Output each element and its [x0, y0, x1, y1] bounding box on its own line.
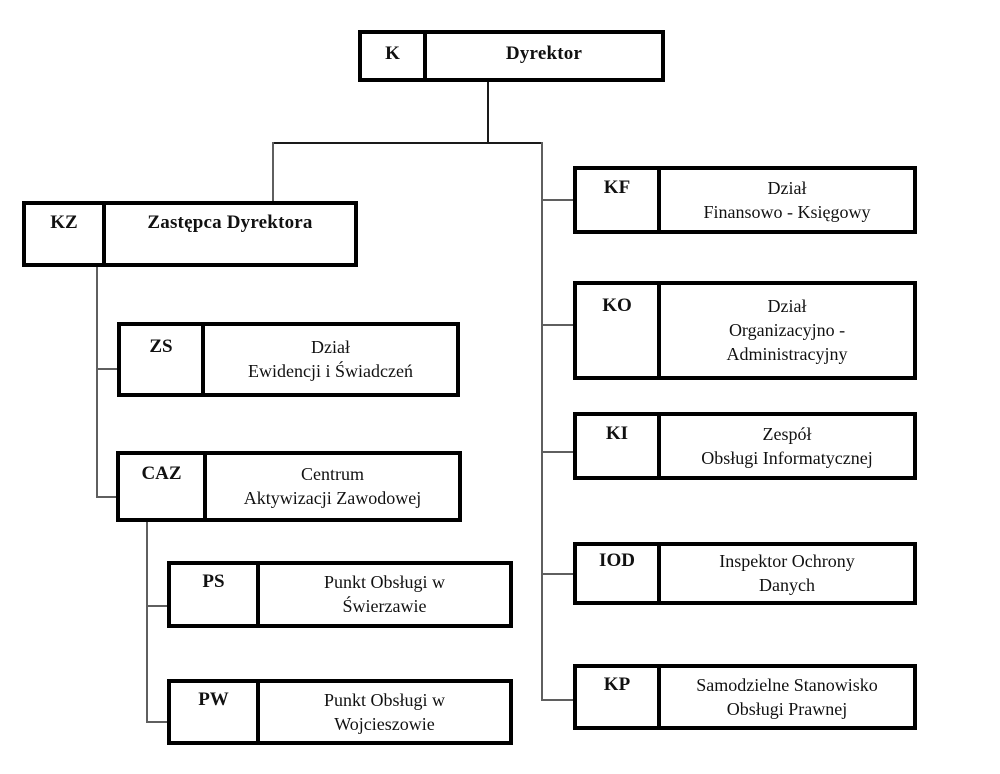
org-box-ko-label: Dział Organizacyjno - Administracyjny: [726, 296, 848, 364]
connector-ki-stub: [541, 451, 574, 453]
org-box-kz: KZ Zastępca Dyrektora: [22, 201, 358, 267]
connector-caz-spine: [146, 522, 148, 723]
connector-ko-stub: [541, 324, 574, 326]
org-box-ps-label: Punkt Obsługi w Świerzawie: [323, 572, 446, 616]
org-box-k-code: K: [362, 34, 427, 78]
connector-iod-stub: [541, 573, 574, 575]
org-box-zs-code: ZS: [121, 326, 205, 393]
org-box-kf-code: KF: [577, 170, 661, 230]
org-box-pw: PW Punkt Obsługi w Wojcieszowie: [167, 679, 513, 745]
org-box-kz-label: Zastępca Dyrektora: [147, 212, 313, 233]
org-box-kf-label: Dział Finansowo - Księgowy: [703, 178, 871, 222]
org-box-kf: KF Dział Finansowo - Księgowy: [573, 166, 917, 234]
org-box-ki-code: KI: [577, 416, 661, 476]
org-box-ki-label: Zespół Obsługi Informatycznej: [701, 424, 873, 468]
connector-kf-stub: [541, 199, 574, 201]
org-box-k-label: Dyrektor: [505, 43, 583, 64]
org-box-pw-label: Punkt Obsługi w Wojcieszowie: [323, 690, 446, 734]
org-box-zs-label: Dział Ewidencji i Świadczeń: [248, 337, 413, 381]
org-box-iod-code: IOD: [577, 546, 661, 601]
org-box-caz-label: Centrum Aktywizacji Zawodowej: [243, 464, 422, 508]
connector-right-spine: [541, 142, 543, 701]
org-box-k: K Dyrektor: [358, 30, 665, 82]
org-box-zs: ZS Dział Ewidencji i Świadczeń: [117, 322, 460, 397]
connector-caz-stub: [96, 496, 117, 498]
org-box-iod-label: Inspektor Ochrony Danych: [719, 551, 855, 595]
connector-ps-stub: [146, 605, 168, 607]
connector-main-horizontal: [273, 142, 543, 144]
org-box-pw-code: PW: [171, 683, 260, 741]
connector-pw-stub: [146, 721, 168, 723]
org-box-ko-code: KO: [577, 285, 661, 376]
org-box-kp-label: Samodzielne Stanowisko Obsługi Prawnej: [696, 675, 878, 719]
org-box-ps: PS Punkt Obsługi w Świerzawie: [167, 561, 513, 628]
connector-kz-spine: [96, 267, 98, 498]
org-box-ko: KO Dział Organizacyjno - Administracyjny: [573, 281, 917, 380]
connector-zs-stub: [96, 368, 118, 370]
connector-kz-drop: [272, 142, 274, 202]
connector-k-drop: [487, 82, 489, 143]
org-box-caz: CAZ Centrum Aktywizacji Zawodowej: [116, 451, 462, 522]
connector-kp-stub: [541, 699, 574, 701]
org-box-kp-code: KP: [577, 668, 661, 726]
org-box-iod: IOD Inspektor Ochrony Danych: [573, 542, 917, 605]
org-box-ps-code: PS: [171, 565, 260, 624]
org-box-kz-code: KZ: [26, 205, 106, 263]
org-box-ki: KI Zespół Obsługi Informatycznej: [573, 412, 917, 480]
org-box-caz-code: CAZ: [120, 455, 207, 518]
org-box-kp: KP Samodzielne Stanowisko Obsługi Prawne…: [573, 664, 917, 730]
